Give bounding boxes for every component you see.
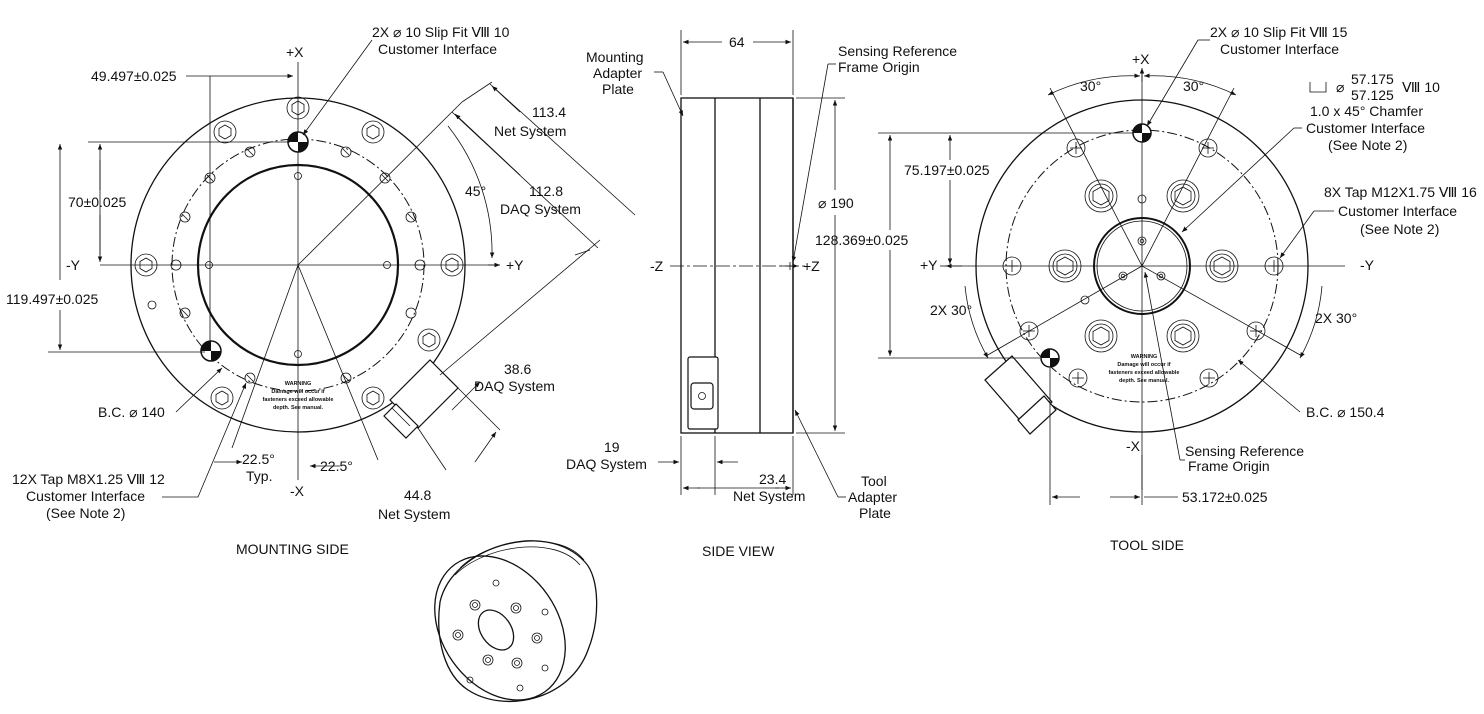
tool-side-title: TOOL SIDE	[1110, 537, 1184, 553]
dim-70: 70±0.025	[68, 194, 127, 210]
tool-bc-label: B.C. ⌀ 150.4	[1306, 404, 1385, 420]
side-sensing-line-2: Frame Origin	[838, 59, 920, 75]
tool-plate-line-2: Adapter	[848, 489, 897, 505]
tool-side-view: WARNING Damage will occur if fasteners e…	[815, 24, 1477, 553]
dim-23-4-label: Net System	[733, 488, 805, 504]
tool-plate-line-1: Tool	[861, 473, 887, 489]
tool-plus-y: +Y	[920, 257, 938, 273]
tool-bore-depth: Ⅷ 10	[1402, 79, 1440, 95]
dim-19: 19	[604, 439, 620, 455]
tool-bore-upper: 57.175	[1351, 71, 1394, 87]
tool-angle-2x30-left: 2X 30°	[930, 302, 972, 318]
mounting-tap-line-3: (See Note 2)	[46, 505, 125, 521]
mounting-connector	[383, 359, 459, 439]
tool-tap-holes	[1002, 138, 1284, 388]
mounting-plate-line-1: Mounting	[586, 49, 644, 65]
side-plus-z: +Z	[803, 258, 820, 274]
mounting-side-title: MOUNTING SIDE	[236, 541, 349, 557]
mounting-tap-line-1: 12X Tap M8X1.25 Ⅷ 12	[12, 471, 165, 487]
dim-44-8: 44.8	[404, 487, 431, 503]
dim-38-6-label: DAQ System	[474, 378, 555, 394]
tool-minus-y: -Y	[1360, 257, 1375, 273]
side-sensing-line-1: Sensing Reference	[838, 43, 957, 59]
tool-tap-line-1: 8X Tap M12X1.75 Ⅷ 16	[1324, 184, 1477, 200]
mounting-plate-line-3: Plate	[602, 81, 634, 97]
tool-plus-x: +X	[1132, 51, 1150, 67]
side-view-title: SIDE VIEW	[702, 543, 775, 559]
angle-22-5-typ: 22.5°	[242, 451, 275, 467]
tool-bore-diameter-symbol: ⌀	[1336, 79, 1344, 95]
mounting-tap-line-2: Customer Interface	[26, 488, 145, 504]
tool-dowel-holes	[1040, 123, 1152, 368]
mounting-minus-x: -X	[290, 483, 305, 499]
mounting-slip-fit-line-1: 2X ⌀ 10 Slip Fit Ⅷ 10	[372, 24, 510, 40]
mounting-warning-line-2: Damage will occur if	[271, 389, 324, 395]
tool-sensing-line-2: Frame Origin	[1188, 458, 1270, 474]
tool-minus-x: -X	[1126, 438, 1141, 454]
angle-typ-label: Typ.	[246, 468, 272, 484]
tool-warning-line-2: Damage will occur if	[1117, 362, 1170, 368]
dim-44-8-label: Net System	[378, 506, 450, 522]
mounting-side-view: WARNING Damage will occur if fasteners e…	[6, 24, 636, 557]
tool-chamfer-line-3: (See Note 2)	[1328, 137, 1407, 153]
dim-75197: 75.197±0.025	[904, 162, 990, 178]
mounting-plate-line-2: Adapter	[593, 65, 642, 81]
dim-38-6: 38.6	[504, 361, 531, 377]
mounting-warning-title: WARNING	[285, 381, 312, 387]
tool-plate-line-3: Plate	[859, 505, 891, 521]
tool-angle-2x30-right: 2X 30°	[1315, 310, 1357, 326]
tool-connector	[984, 355, 1057, 435]
tool-slip-fit-line-1: 2X ⌀ 10 Slip Fit Ⅷ 15	[1210, 24, 1348, 40]
angle-22-5: 22.5°	[320, 458, 353, 474]
mounting-warning-line-3: fasteners exceed allowable	[263, 397, 334, 403]
tool-angle-30-right: 30°	[1183, 78, 1204, 94]
tool-counterbores	[1048, 179, 1239, 353]
mounting-45-line	[297, 101, 463, 266]
tool-tap-line-3: (See Note 2)	[1360, 221, 1439, 237]
mounting-warning-line-4: depth. See manual.	[273, 405, 324, 411]
side-view: 64 Mounting Adapter Plate Sensing Refere…	[566, 30, 957, 559]
tool-warning-title: WARNING	[1131, 354, 1158, 360]
isometric-view	[434, 540, 598, 703]
dim-112-8-label: DAQ System	[500, 201, 581, 217]
dim-119497: 119.497±0.025	[6, 291, 98, 307]
mounting-minus-y: -Y	[66, 257, 81, 273]
mounting-counterbores	[134, 96, 464, 410]
mounting-slip-fit-line-2: Customer Interface	[378, 41, 497, 57]
dim-113-4-label: Net System	[494, 123, 566, 139]
tool-warning-line-3: fasteners exceed allowable	[1109, 370, 1180, 376]
mounting-plus-x: +X	[286, 44, 304, 60]
mounting-dowel-holes	[200, 131, 309, 362]
side-minus-z: -Z	[650, 258, 664, 274]
dim-23-4: 23.4	[759, 471, 786, 487]
dim-128369: 128.369±0.025	[815, 232, 909, 248]
tool-chamfer-line-1: 1.0 x 45° Chamfer	[1310, 103, 1423, 119]
tool-warning-line-4: depth. See manual.	[1119, 378, 1170, 384]
dim-49497: 49.497±0.025	[91, 68, 177, 84]
tool-tap-line-2: Customer Interface	[1338, 203, 1457, 219]
dim-53172: 53.172±0.025	[1182, 489, 1268, 505]
tool-sensing-line-1: Sensing Reference	[1185, 443, 1304, 459]
tool-slip-fit-line-2: Customer Interface	[1220, 41, 1339, 57]
dim-19-label: DAQ System	[566, 456, 647, 472]
tool-chamfer-line-2: Customer Interface	[1306, 120, 1425, 136]
dim-64: 64	[729, 34, 745, 50]
angle-45: 45°	[465, 183, 486, 199]
dim-dia-190: ⌀ 190	[818, 195, 854, 211]
dim-112-8: 112.8	[529, 183, 563, 199]
tool-bore-lower: 57.125	[1351, 87, 1394, 103]
mounting-plus-y: +Y	[506, 257, 524, 273]
mounting-bc-label: B.C. ⌀ 140	[98, 404, 165, 420]
dim-113-4: 113.4	[532, 104, 566, 120]
tool-angle-30-left: 30°	[1080, 78, 1101, 94]
